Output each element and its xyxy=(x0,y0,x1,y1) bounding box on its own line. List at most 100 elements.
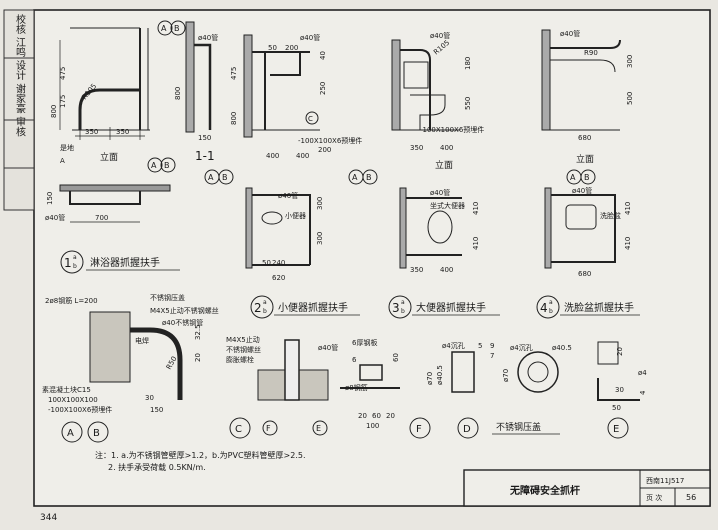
c-pipe: ø40管 xyxy=(318,343,338,352)
dim-urinal-200: 200 xyxy=(285,44,298,52)
basin-plan: ø40管 洗脸盆 410 410 680 xyxy=(544,186,632,278)
ab-rebar: 2ø8钢筋 L=200 xyxy=(45,296,98,305)
dim-urinal-300b: 300 xyxy=(316,232,324,245)
f-callout: F xyxy=(416,424,422,435)
dim-d-9: 9 xyxy=(490,342,494,350)
dim-toilet-410a: 410 xyxy=(472,202,480,215)
concrete-block xyxy=(89,311,131,383)
dim-urinal-50: 50 xyxy=(268,44,277,52)
dim-toilet-400b: 400 xyxy=(440,266,453,274)
basin-elev-label: 立面 xyxy=(576,153,594,165)
drawing-code: 西南11J517 xyxy=(646,476,684,485)
dim-f-6: 6 xyxy=(352,356,357,364)
drawing-title: 无障碍安全抓杆 xyxy=(509,484,580,497)
callout-a5: A xyxy=(570,173,576,182)
detail-d: ø4沉孔 ø70 ø40.5 5 9 7 D xyxy=(426,342,494,439)
dim-urinal-800: 800 xyxy=(230,112,238,125)
dim-toilet-410b: 410 xyxy=(472,237,480,250)
dim-ab-325: 32.5 xyxy=(194,324,202,340)
dim-e-phi4: ø4 xyxy=(638,369,647,377)
toilet-plan-pipe: ø40管 xyxy=(430,188,450,197)
toilet-embed: -100X100X6预埋件 xyxy=(420,125,484,134)
toilet-plan: ø40管 坐式大便器 410 410 350 400 xyxy=(399,187,480,274)
c-callout: C xyxy=(235,424,242,435)
dim-bath-350a: 350 xyxy=(85,128,98,136)
detail-3-label: 大便器抓握扶手 xyxy=(416,301,486,314)
toilet-label: 坐式大便器 xyxy=(430,201,465,210)
detail-cover: ø4沉孔 ø40.5 ø70 不锈钢压盖 xyxy=(492,344,572,435)
urinal-embed: -100X100X6预埋件 xyxy=(298,136,362,145)
c-callout-f: F xyxy=(266,424,271,433)
bath-elevation: 350 350 800 175 475 R105 是地 立面 xyxy=(50,27,150,163)
dim-toilet-350b: 350 xyxy=(410,266,423,274)
detail-4-label: 洗脸盆抓握扶手 xyxy=(564,301,634,314)
dim-ab-20: 20 xyxy=(194,353,202,362)
dim-f-20b: 20 xyxy=(386,412,395,420)
detail-2-sup: a xyxy=(263,299,267,306)
ab-weld: 电焊 xyxy=(135,336,149,345)
dim-ab-30: 30 xyxy=(145,394,154,402)
basin-plan-pipe: ø40管 xyxy=(572,186,592,195)
detail-2-title: 2 a b 小便器抓握扶手 xyxy=(250,295,360,319)
dim-bath-350b: 350 xyxy=(116,128,129,136)
dim-urinal-400b: 400 xyxy=(296,152,309,160)
dim-f-60b: 60 xyxy=(372,412,381,420)
detail-1-sup: a xyxy=(73,254,77,261)
detail-1-label: 淋浴器抓握扶手 xyxy=(90,256,160,269)
ab-block: 100X100X100 xyxy=(48,396,98,404)
c-bolt1: M4X5止动 xyxy=(226,335,260,344)
toilet-elev-label: 立面 xyxy=(435,159,453,171)
callout-b2: B xyxy=(164,161,170,170)
dim-basin-680: 680 xyxy=(578,134,591,142)
c-expansion: 膨胀螺栓 xyxy=(226,355,254,364)
dim-f-60: 60 xyxy=(392,353,400,362)
detail-c: M4X5止动 不锈钢螺丝 膨胀螺栓 ø40管 C F E xyxy=(226,335,338,439)
page-label: 页 次 xyxy=(646,493,662,502)
dim-e-50: 50 xyxy=(612,404,621,412)
ab-embed: -100X100X6预埋件 xyxy=(48,405,112,414)
toilet-elevation: ø40管 R105 180 550 -100X100X6预埋件 350 400 … xyxy=(391,31,484,171)
urinal-label: 小便器 xyxy=(285,211,306,220)
section-label: 1-1 xyxy=(195,149,215,163)
c-bolt2: 不锈钢螺丝 xyxy=(226,345,261,354)
cover-hole: ø4沉孔 xyxy=(510,344,533,352)
callout-b3: B xyxy=(222,173,228,182)
page-number: 344 xyxy=(40,513,57,523)
dim-toilet-350: 350 xyxy=(410,144,423,152)
detail-3-title: 3 a b 大便器抓握扶手 xyxy=(388,295,500,319)
c-callout-e: E xyxy=(316,424,321,433)
dim-f-20a: 20 xyxy=(358,412,367,420)
cover-phi405: ø40.5 xyxy=(552,344,572,352)
basin-elevation: ø40管 R90 300 500 680 立面 xyxy=(541,29,634,165)
bath-ab-a: A xyxy=(60,157,65,165)
title-block: 无障碍安全抓杆 西南11J517 页 次 56 xyxy=(463,469,711,507)
bath-plan: 700 150 ø40管 A xyxy=(45,157,171,223)
callout-a3: A xyxy=(208,173,214,182)
dim-d-5: 5 xyxy=(478,342,482,350)
page-no: 56 xyxy=(686,493,696,502)
callout-a4: A xyxy=(352,173,358,182)
dim-f-100: 100 xyxy=(366,422,379,430)
detail-2-num: 2 xyxy=(254,301,262,315)
detail-1-title: 1 a b 淋浴器抓握扶手 xyxy=(60,250,180,274)
detail-4-num: 4 xyxy=(540,301,548,315)
dim-bath-150: 150 xyxy=(46,192,54,205)
detail-e: 20 ø4 30 50 4 E xyxy=(597,341,647,439)
basin-label: 洗脸盆 xyxy=(600,211,621,220)
dim-bath-700: 700 xyxy=(95,214,108,222)
dim-toilet-180: 180 xyxy=(464,57,472,70)
dim-bath-800: 800 xyxy=(50,105,58,118)
urinal-elev-pipe: ø40管 xyxy=(300,33,320,42)
callout-a2: A xyxy=(151,161,157,170)
dim-urinal-620: 620 xyxy=(272,274,285,282)
dim-e-20: 20 xyxy=(616,347,624,356)
dim-bath-floor: 是地 xyxy=(60,143,74,152)
callout-b1: B xyxy=(174,24,180,33)
ab-callout-a: A xyxy=(67,428,74,439)
ab-callout-b: B xyxy=(93,428,100,439)
dim-d-7: 7 xyxy=(490,352,494,360)
bath-elev-label: 立面 xyxy=(100,151,118,163)
dim-sect-800: 800 xyxy=(174,87,182,100)
dim-e-4: 4 xyxy=(639,390,647,395)
